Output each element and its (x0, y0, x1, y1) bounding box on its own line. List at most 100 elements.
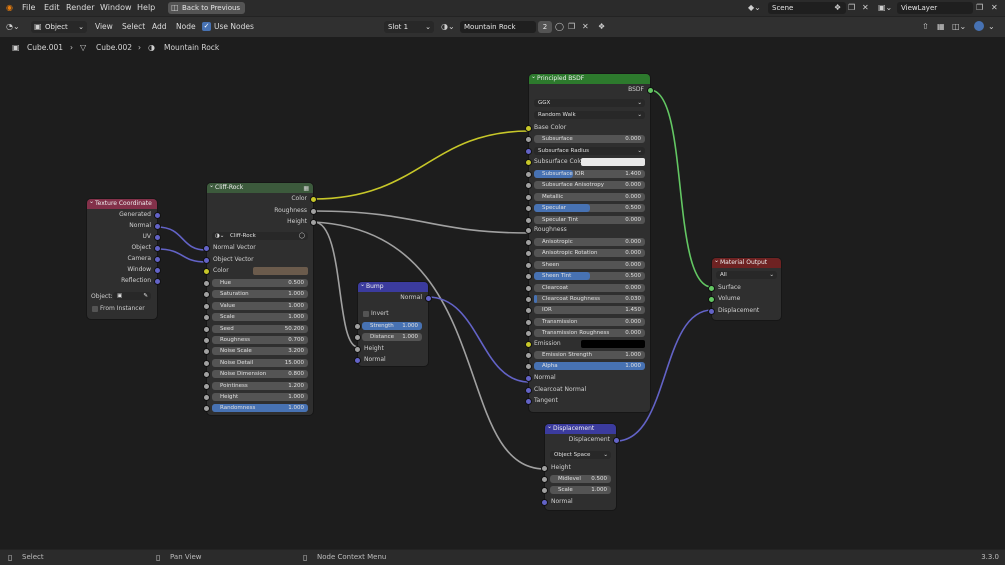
socket-transmission[interactable] (525, 318, 532, 326)
node-displacement[interactable]: Displacement Displacement Object Space ⌄… (541, 422, 620, 510)
scene-name-field[interactable]: Scene (768, 2, 846, 14)
subsurface-method-dropdown[interactable]: Random Walk ⌄ (534, 111, 645, 119)
menu-edit[interactable]: Edit (44, 3, 60, 12)
shield-icon[interactable]: ◯ (298, 233, 305, 239)
subsurface-radius-dropdown[interactable]: Subsurface Radius ⌄ (534, 147, 645, 155)
menu-node[interactable]: Node (176, 22, 196, 31)
space-dropdown[interactable]: Object Space ⌄ (550, 451, 611, 459)
snap-icon[interactable]: ▦ (937, 22, 945, 31)
socket-emission-strength[interactable] (525, 352, 532, 359)
from-instancer-checkbox[interactable] (92, 306, 98, 312)
pin-icon[interactable]: ❖ (598, 22, 606, 31)
menu-file[interactable]: File (22, 3, 36, 12)
duplicate-material-icon[interactable]: ❐ (568, 22, 576, 31)
socket-reflection[interactable] (154, 278, 161, 285)
socket-distance[interactable] (354, 334, 361, 341)
object-type-dropdown[interactable]: ▣ Object ⌄ (31, 21, 87, 33)
unlink-material-icon[interactable]: ✕ (582, 22, 589, 31)
node-header[interactable]: Displacement (545, 422, 616, 434)
socket-uv[interactable] (154, 234, 161, 241)
node-cliff-rock[interactable]: Cliff-Rock ▦ Color Roughness Height ◑⌄ C… (203, 181, 317, 415)
slider-subsurface[interactable]: Subsurface 0.000 (534, 135, 645, 143)
snap-options-icon[interactable]: ◫⌄ (952, 22, 967, 31)
socket-roughness-out[interactable] (310, 208, 317, 215)
socket-seed[interactable] (203, 325, 210, 333)
menu-select[interactable]: Select (122, 22, 146, 31)
socket-normal-in[interactable] (525, 375, 532, 382)
node-material-output[interactable]: Material Output All ⌄ Surface Volume Dis… (708, 256, 781, 320)
socket-hue[interactable] (203, 280, 210, 287)
editor-type-icon[interactable]: ◔⌄ (6, 22, 20, 31)
socket-noise-dimension[interactable] (203, 371, 210, 379)
close-view-layer-icon[interactable]: ✕ (991, 3, 998, 12)
socket-camera[interactable] (154, 256, 161, 263)
menu-add[interactable]: Add (152, 22, 167, 31)
socket-saturation[interactable] (203, 291, 210, 299)
menu-help[interactable]: Help (137, 3, 156, 12)
socket-specular-tint[interactable] (525, 216, 532, 224)
material-name-field[interactable]: Mountain Rock (460, 21, 536, 33)
slider-midlevel[interactable]: Midlevel 0.500 (550, 475, 611, 483)
socket-noise-detail[interactable] (203, 359, 210, 367)
socket-height-in[interactable] (354, 346, 361, 353)
view-layer-browse-icon[interactable]: ▣⌄ (878, 3, 893, 12)
menu-render[interactable]: Render (66, 3, 95, 12)
slider-scale[interactable]: Scale 1.000 (550, 486, 611, 494)
node-header[interactable]: Cliff-Rock (207, 181, 313, 193)
node-header[interactable]: Principled BSDF (529, 72, 650, 84)
view-layer-field[interactable]: ViewLayer (897, 2, 973, 14)
socket-roughness[interactable] (203, 337, 210, 344)
slot-dropdown[interactable]: Slot 1 ⌄ (384, 21, 434, 33)
socket-subsurface-anisotropy[interactable] (525, 182, 532, 190)
socket-specular[interactable] (525, 205, 532, 213)
socket-normal-vector[interactable] (203, 245, 210, 252)
socket-subsurface-color[interactable] (525, 159, 532, 166)
socket-midlevel[interactable] (541, 476, 548, 483)
socket-surface[interactable] (708, 285, 715, 292)
socket-pointiness[interactable] (203, 382, 210, 390)
slider-strength[interactable]: Strength 1.000 (362, 322, 422, 330)
socket-strength[interactable] (354, 323, 361, 330)
menu-view[interactable]: View (95, 22, 113, 31)
socket-clearcoat-roughness[interactable] (525, 296, 532, 303)
distribution-dropdown[interactable]: GGX ⌄ (534, 99, 645, 107)
parent-node-tree-icon[interactable]: ⇧ (922, 22, 929, 31)
socket-normal[interactable] (154, 223, 161, 230)
socket-bsdf-out[interactable] (647, 87, 654, 94)
slider-distance[interactable]: Distance 1.000 (362, 333, 422, 341)
socket-normal-in[interactable] (354, 357, 361, 364)
socket-noise-scale[interactable] (203, 348, 210, 356)
socket-randomness[interactable] (203, 405, 210, 413)
target-dropdown[interactable]: All ⌄ (716, 271, 777, 279)
socket-anisotropic[interactable] (525, 239, 532, 246)
socket-scale[interactable] (541, 487, 548, 494)
user-count-button[interactable]: 2 (538, 21, 552, 33)
socket-subsurface-ior[interactable] (525, 171, 532, 178)
node-header[interactable]: Material Output (712, 256, 781, 268)
socket-displacement-in[interactable] (708, 308, 715, 315)
node-texture-coordinate[interactable]: Texture Coordinate Generated Normal UV O… (87, 197, 161, 319)
socket-subsurface-radius[interactable] (525, 148, 532, 155)
socket-height-in[interactable] (541, 465, 548, 472)
eyedropper-icon[interactable]: ✎ (143, 293, 148, 299)
socket-anisotropic-rotation[interactable] (525, 250, 532, 258)
socket-displacement-out[interactable] (613, 437, 620, 444)
new-scene-icon[interactable]: ❐ (848, 3, 856, 12)
socket-alpha[interactable] (525, 363, 532, 371)
node-header[interactable]: Bump (358, 280, 428, 292)
